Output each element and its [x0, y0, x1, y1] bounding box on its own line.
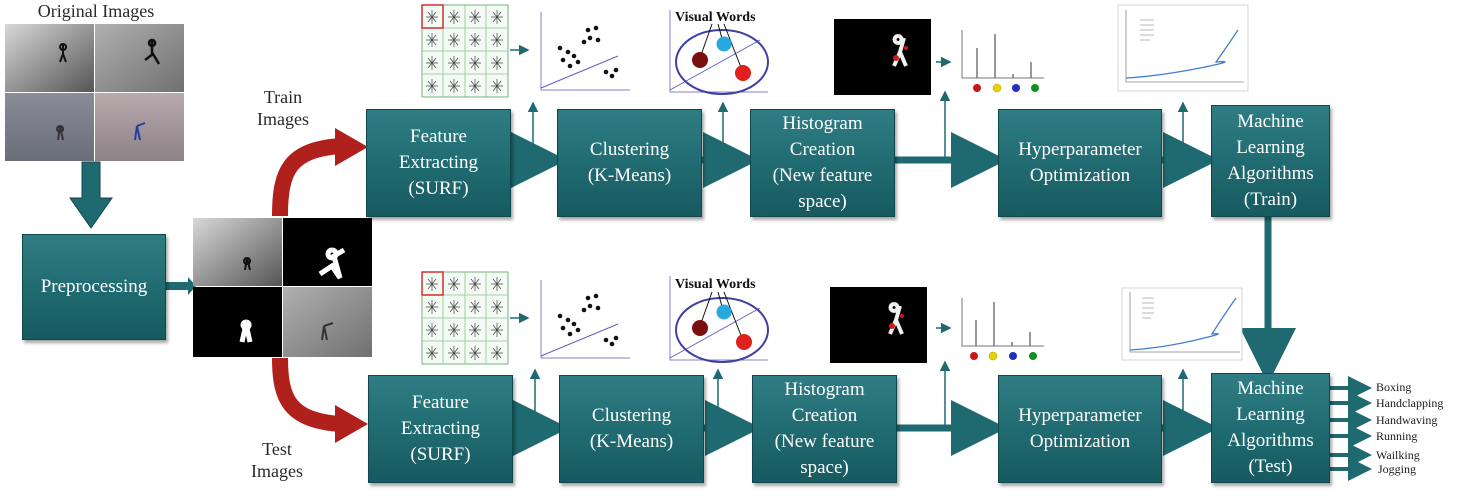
feature-extracting-train-label: Feature Extracting (SURF) [398, 126, 479, 199]
original-images-label: Original Images [37, 1, 155, 21]
feature-scatter-plot-train [540, 12, 630, 91]
original-to-preprocess-arrow [69, 161, 113, 229]
class-label-jogging: Jogging [1378, 462, 1417, 476]
optimization-curve-train [1117, 4, 1249, 92]
original-images-thumbnail [5, 24, 184, 161]
histogram-train-label: Histogram Creation (New feature space) [772, 113, 873, 212]
class-label-handclapping: Handclapping [1376, 396, 1444, 410]
histogram-test-label: Histogram Creation (New feature space) [774, 379, 875, 478]
preprocessing-box: Preprocessing [22, 234, 166, 340]
feature-scatter-plot-test [540, 280, 630, 359]
train-split-arrow [272, 138, 341, 217]
feature-extracting-test-box: Feature Extracting (SURF) [368, 375, 513, 483]
surf-descriptor-grid-test [421, 271, 530, 365]
visual-words-label-train: Visual Words [675, 10, 756, 25]
feature-extracting-train-box: Feature Extracting (SURF) [366, 109, 511, 217]
class-label-running: Running [1376, 429, 1418, 443]
clustering-train-box: Clustering (K-Means) [557, 109, 702, 217]
test-split-arrow [272, 357, 341, 432]
silhouette-images-thumbnail [193, 218, 372, 357]
hyperparameter-test-label: Hyperparameter Optimization [1018, 405, 1142, 452]
visual-words-clusters-test [669, 276, 769, 363]
clustering-train-label: Clustering (K-Means) [587, 139, 672, 186]
test-images-label: Test Images [251, 439, 303, 481]
hyperparameter-test-box: Hyperparameter Optimization [998, 375, 1162, 483]
test-connectors [511, 360, 1219, 456]
preprocess-to-silhouettes-arrow [164, 277, 196, 295]
histogram-test-box: Histogram Creation (New feature space) [752, 375, 897, 483]
train-split-arrowhead [335, 128, 368, 166]
visual-words-label-test: Visual Words [675, 277, 756, 292]
hyperparameter-train-label: Hyperparameter Optimization [1018, 139, 1142, 186]
clustering-test-label: Clustering (K-Means) [589, 405, 674, 452]
ml-test-box: Machine Learning Algorithms (Test) [1211, 373, 1330, 483]
silhouette-frame-test [830, 287, 952, 363]
surf-descriptor-grid-train [421, 4, 530, 98]
preprocessing-label: Preprocessing [40, 276, 148, 297]
class-label-boxing: Boxing [1376, 380, 1412, 394]
ml-test-label: Machine Learning Algorithms (Test) [1227, 378, 1314, 477]
train-connectors [509, 90, 1219, 188]
histogram-train [961, 30, 1044, 93]
silhouette-frame-train [834, 19, 952, 95]
histogram-train-box: Histogram Creation (New feature space) [750, 109, 895, 217]
ml-train-box: Machine Learning Algorithms (Train) [1211, 105, 1330, 217]
test-split-arrowhead [335, 405, 368, 443]
visual-words-clusters-train [669, 10, 769, 95]
clustering-test-box: Clustering (K-Means) [559, 375, 704, 483]
optimization-curve-test [1121, 287, 1243, 361]
feature-extracting-test-label: Feature Extracting (SURF) [400, 392, 481, 465]
histogram-test [961, 298, 1044, 361]
class-label-handwaving: Handwaving [1376, 413, 1438, 427]
hyperparameter-train-box: Hyperparameter Optimization [998, 109, 1162, 217]
output-class-arrows [1328, 376, 1372, 481]
class-label-walking: Wailking [1376, 448, 1420, 462]
train-images-label: Train Images [257, 87, 309, 129]
ml-train-label: Machine Learning Algorithms (Train) [1227, 111, 1314, 210]
